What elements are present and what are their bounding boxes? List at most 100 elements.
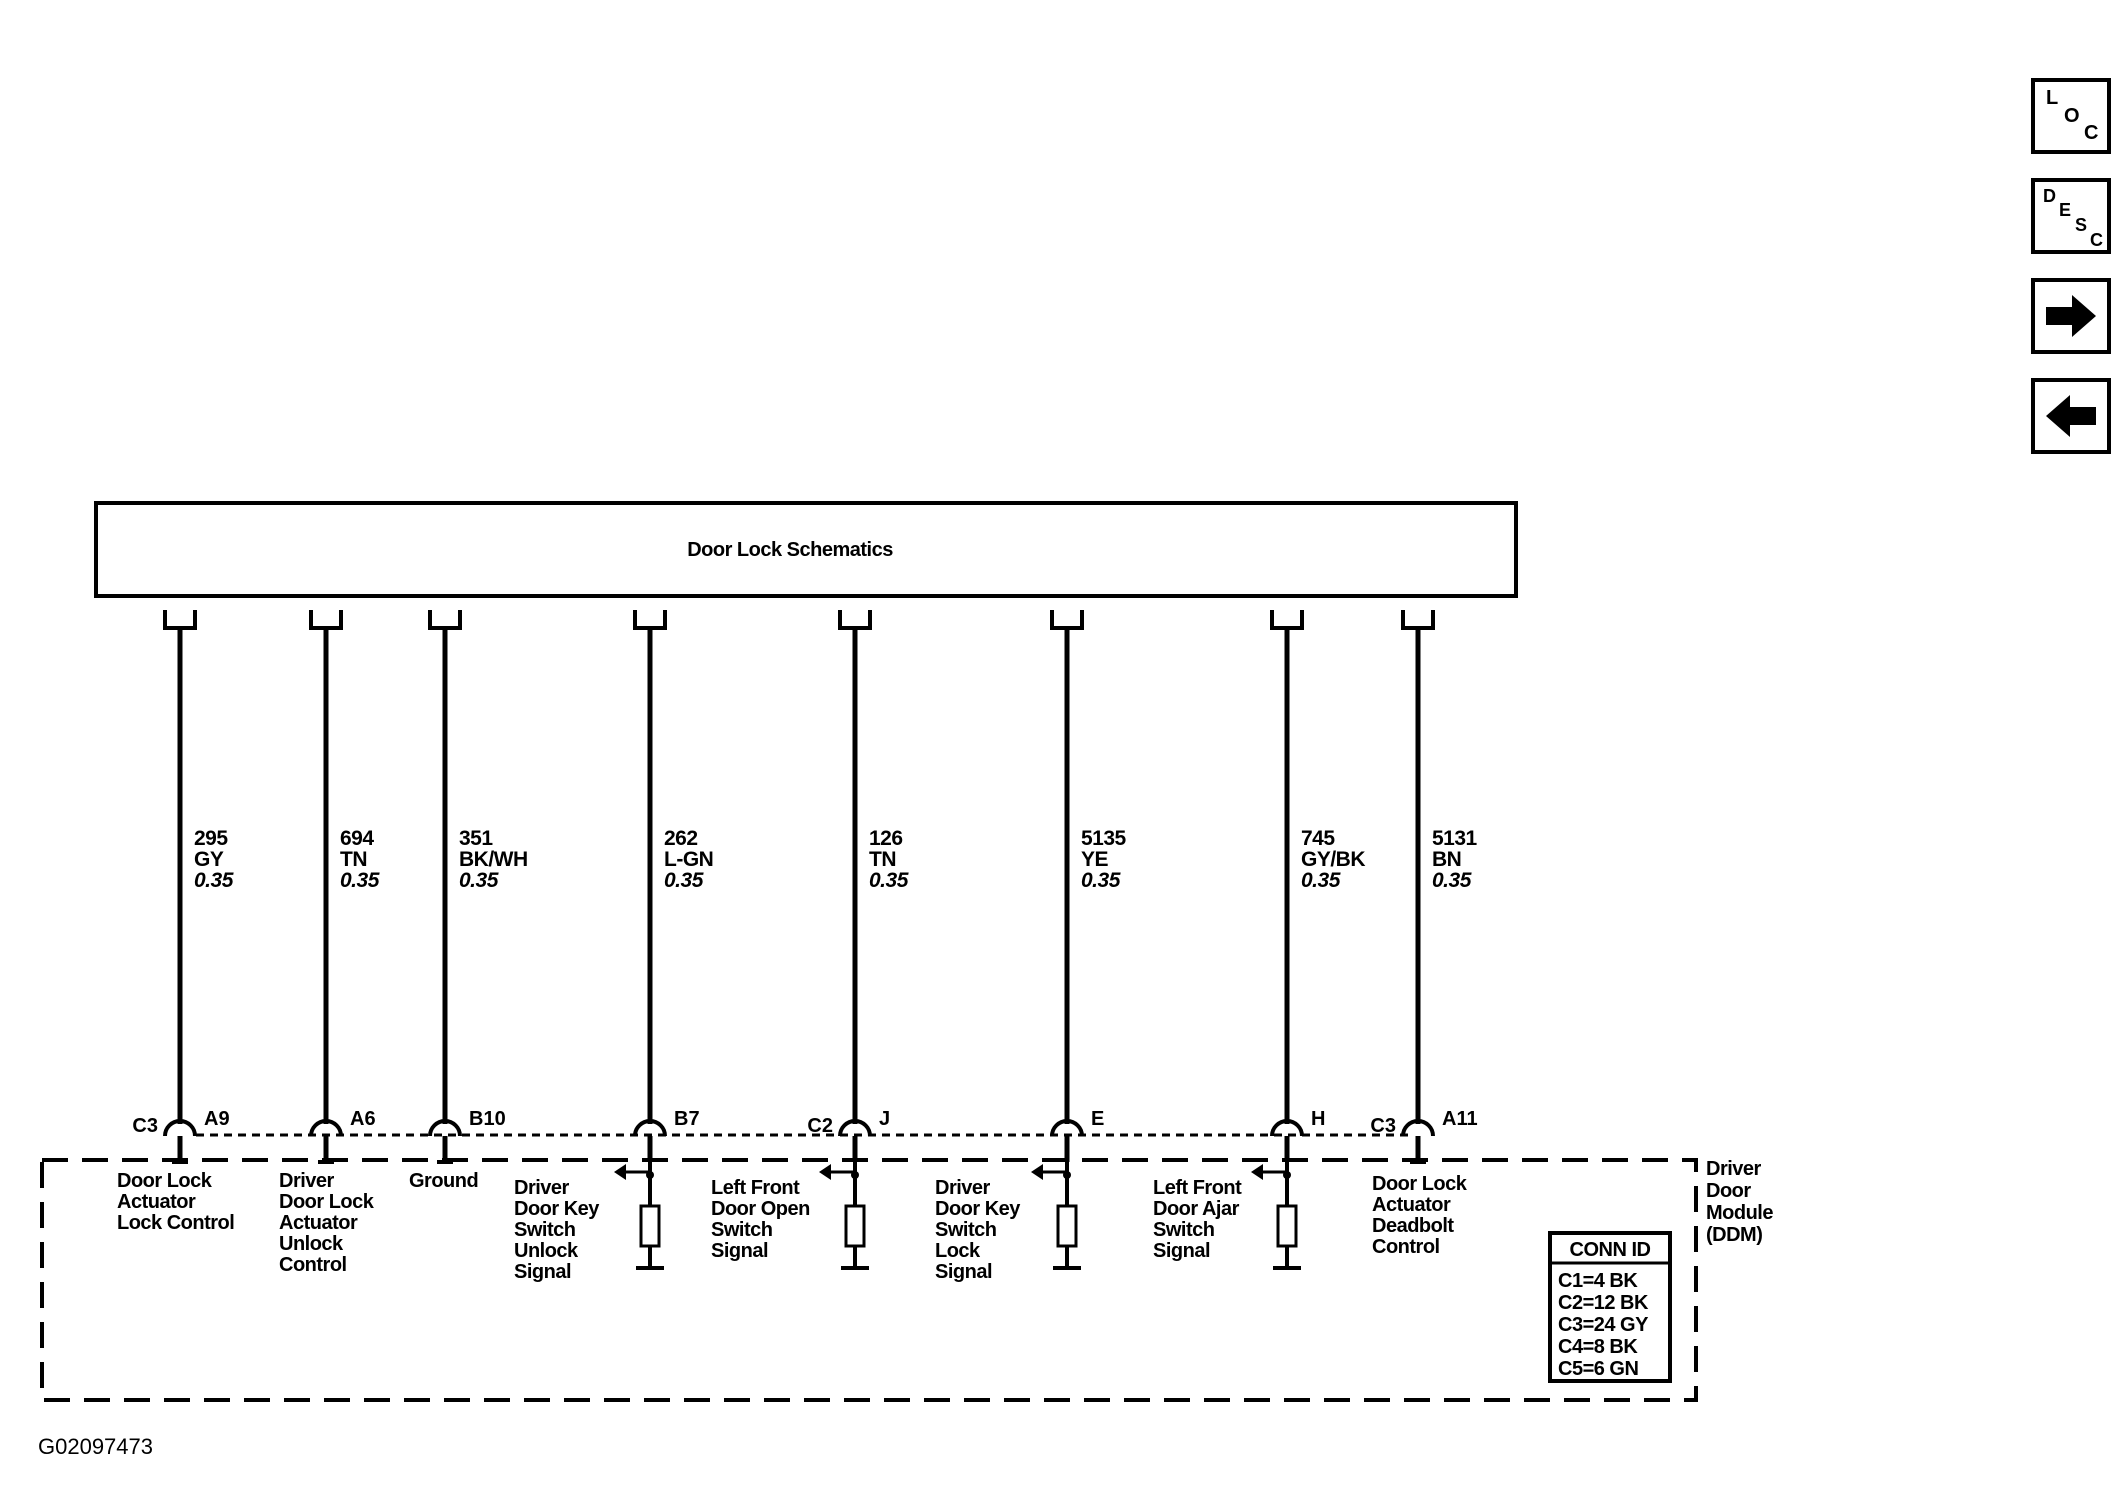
- bottom-pin: [1401, 1119, 1435, 1137]
- conn-id-title: CONN ID: [1570, 1239, 1651, 1261]
- wire-color-label: BK/WH: [459, 848, 528, 871]
- signal-arrow-icon: [1031, 1164, 1043, 1180]
- top-terminal: [1050, 610, 1084, 630]
- wire-circuit-label: 262: [664, 827, 698, 850]
- pin-label: H: [1311, 1108, 1325, 1130]
- function-label-line: Deadbolt: [1372, 1215, 1454, 1237]
- function-label-line: Ground: [409, 1170, 478, 1192]
- function-label-line: Left Front: [711, 1177, 800, 1199]
- wire-circuit-label: 5131: [1432, 827, 1478, 850]
- function-label-line: Lock Control: [117, 1212, 234, 1234]
- function-label-line: Switch: [1153, 1219, 1214, 1241]
- wire-size-label: 0.35: [1432, 869, 1472, 892]
- wire-color-label: YE: [1081, 848, 1109, 871]
- resistor-icon: [1276, 1204, 1298, 1248]
- function-label-line: Actuator: [117, 1191, 196, 1213]
- module-label: Driver Door Module (DDM): [1706, 1158, 1774, 1246]
- schematics-title: Door Lock Schematics: [687, 539, 893, 561]
- module-label-line-2: Door: [1706, 1180, 1751, 1202]
- next-button[interactable]: [2031, 278, 2111, 354]
- desc-letter-3: S: [2075, 215, 2087, 235]
- desc-button[interactable]: D E S C: [2031, 178, 2111, 254]
- pin-label: B10: [469, 1108, 506, 1130]
- loc-button[interactable]: L O C: [2031, 78, 2111, 154]
- pin-label: A11: [1442, 1108, 1478, 1130]
- wire-circuit-label: 745: [1301, 827, 1335, 850]
- pin-label: A6: [350, 1108, 376, 1130]
- connector-label: C3: [132, 1115, 158, 1137]
- wire-color-label: TN: [869, 848, 896, 871]
- bottom-pin: [1270, 1119, 1304, 1137]
- function-label-line: Switch: [514, 1219, 575, 1241]
- wire-size-label: 0.35: [1301, 869, 1341, 892]
- wire-circuit-label: 351: [459, 827, 493, 850]
- driver-door-module-outline: [40, 1158, 1698, 1402]
- conn-id-row: C3=24 GY: [1558, 1314, 1649, 1336]
- function-label-line: Actuator: [1372, 1194, 1451, 1216]
- schematics-header-box[interactable]: Door Lock Schematics: [94, 501, 1518, 598]
- signal-arrow-icon: [1251, 1164, 1263, 1180]
- wire-size-label: 0.35: [869, 869, 909, 892]
- pin-label: E: [1091, 1108, 1104, 1130]
- function-label-line: Driver: [514, 1177, 570, 1199]
- connector-label: C2: [807, 1115, 833, 1137]
- top-terminal: [163, 610, 197, 630]
- pin-label: J: [879, 1108, 890, 1130]
- function-label-line: Door Ajar: [1153, 1198, 1240, 1220]
- figure-id: G02097473: [38, 1434, 153, 1459]
- function-label-line: Driver: [935, 1177, 991, 1199]
- arrow-left-icon: [2046, 395, 2096, 437]
- wire-size-label: 0.35: [459, 869, 499, 892]
- wire-color-label: L-GN: [664, 848, 713, 871]
- function-label-line: Lock: [935, 1240, 981, 1262]
- loc-letter-2: O: [2064, 105, 2080, 127]
- conn-id-table: CONN ID C1=4 BK C2=12 BK C3=24 GY C4=8 B…: [1548, 1231, 1672, 1383]
- wire-size-label: 0.35: [340, 869, 380, 892]
- module-label-line-4: (DDM): [1706, 1224, 1762, 1246]
- prev-button[interactable]: [2031, 378, 2111, 454]
- function-label-line: Driver: [279, 1170, 335, 1192]
- function-label-line: Door Key: [514, 1198, 600, 1220]
- function-label-line: Signal: [935, 1261, 992, 1283]
- function-label-line: Door Key: [935, 1198, 1021, 1220]
- function-label-line: Signal: [1153, 1240, 1210, 1262]
- function-label-line: Switch: [935, 1219, 996, 1241]
- bottom-pin: [838, 1119, 872, 1137]
- top-terminal: [633, 610, 667, 630]
- top-terminal: [428, 610, 462, 630]
- module-label-line-1: Driver: [1706, 1158, 1762, 1180]
- wire-color-label: GY: [194, 848, 224, 871]
- wire-circuit-label: 694: [340, 827, 374, 850]
- wire-size-label: 0.35: [664, 869, 704, 892]
- bottom-pin: [163, 1119, 197, 1137]
- signal-arrow-icon: [614, 1164, 626, 1180]
- resistor-icon: [639, 1204, 661, 1248]
- function-label-line: Signal: [514, 1261, 571, 1283]
- wire-circuit-label: 126: [869, 827, 903, 850]
- top-terminal: [309, 610, 343, 630]
- function-label-line: Actuator: [279, 1212, 358, 1234]
- conn-id-row: C1=4 BK: [1558, 1270, 1638, 1292]
- function-label-line: Door Lock: [1372, 1173, 1468, 1195]
- function-label-line: Switch: [711, 1219, 772, 1241]
- conn-id-row: C4=8 BK: [1558, 1336, 1638, 1358]
- resistor-icon: [844, 1204, 866, 1248]
- signal-arrow-icon: [819, 1164, 831, 1180]
- bottom-pin: [309, 1119, 343, 1137]
- conn-id-row: C2=12 BK: [1558, 1292, 1649, 1314]
- loc-letter-1: L: [2046, 87, 2058, 109]
- module-label-line-3: Module: [1706, 1202, 1773, 1224]
- function-label-line: Unlock: [514, 1240, 579, 1262]
- arrow-right-icon: [2046, 295, 2096, 337]
- resistor-icon: [1056, 1204, 1078, 1248]
- wire-color-label: GY/BK: [1301, 848, 1365, 871]
- desc-letter-2: E: [2059, 200, 2071, 220]
- bottom-pin: [428, 1119, 462, 1137]
- loc-letter-3: C: [2084, 122, 2098, 144]
- function-label-line: Door Open: [711, 1198, 810, 1220]
- bottom-pin: [1050, 1119, 1084, 1137]
- top-terminal: [1401, 610, 1435, 630]
- wire-color-label: BN: [1432, 848, 1461, 871]
- function-label-line: Unlock: [279, 1233, 344, 1255]
